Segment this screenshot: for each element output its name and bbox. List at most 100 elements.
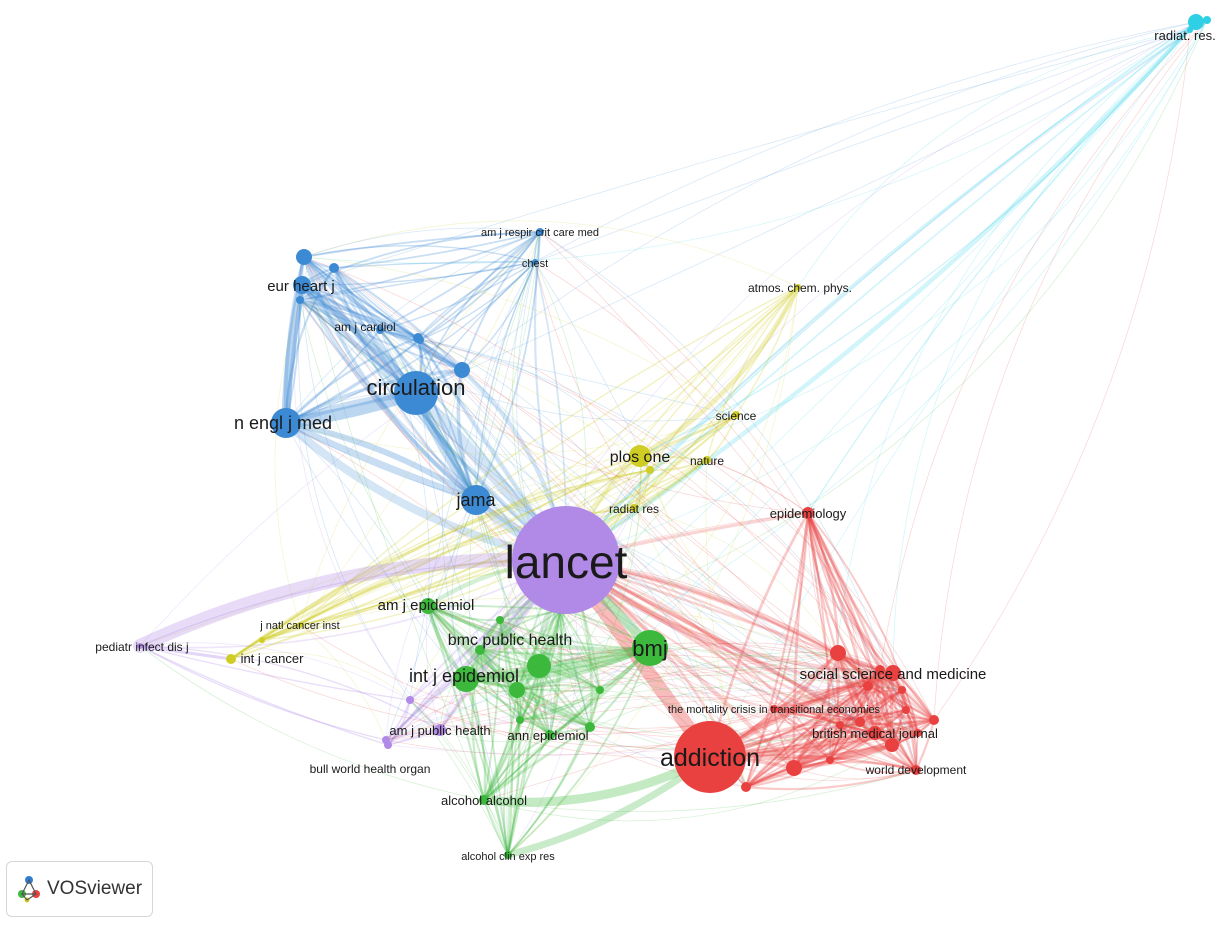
network-node[interactable] <box>770 705 778 713</box>
network-edge <box>519 507 635 721</box>
network-node[interactable] <box>885 738 899 752</box>
network-node[interactable] <box>376 326 384 334</box>
network-node[interactable] <box>296 296 304 304</box>
network-edge <box>303 256 421 341</box>
network-node[interactable] <box>632 630 668 666</box>
network-edge <box>475 499 540 667</box>
network-node[interactable] <box>630 504 638 512</box>
network-node[interactable] <box>836 721 844 729</box>
network-edge <box>559 609 591 728</box>
network-node[interactable] <box>875 665 885 675</box>
network-edge <box>479 649 509 856</box>
network-node[interactable] <box>802 507 814 519</box>
network-edge <box>559 609 839 657</box>
network-node[interactable] <box>394 371 438 415</box>
network-node[interactable] <box>795 284 801 290</box>
network-edge <box>478 648 592 729</box>
network-edge <box>483 799 509 856</box>
network-node[interactable] <box>732 411 740 419</box>
network-node[interactable] <box>413 333 423 343</box>
network-edge <box>427 605 518 691</box>
network-edge <box>385 642 881 741</box>
network-node[interactable] <box>259 637 265 643</box>
network-node[interactable] <box>911 765 921 775</box>
network-node[interactable] <box>453 666 479 692</box>
network-node[interactable] <box>406 696 414 704</box>
network-node[interactable] <box>674 721 746 793</box>
network-node[interactable] <box>434 724 446 736</box>
network-edge <box>230 286 799 660</box>
network-node[interactable] <box>914 729 922 737</box>
network-node[interactable] <box>1203 16 1211 24</box>
network-node[interactable] <box>786 760 802 776</box>
network-node[interactable] <box>545 730 555 740</box>
network-node[interactable] <box>496 616 504 624</box>
network-edge <box>439 729 551 743</box>
network-node[interactable] <box>536 228 544 236</box>
network-edge <box>471 648 486 802</box>
network-node[interactable] <box>226 654 236 664</box>
network-edge <box>773 708 831 761</box>
network-edge <box>879 19 1208 671</box>
network-edge <box>807 512 831 761</box>
network-node[interactable] <box>297 622 303 628</box>
network-edge <box>649 459 708 472</box>
network-node[interactable] <box>137 643 143 649</box>
network-node[interactable] <box>863 681 873 691</box>
network-node[interactable] <box>461 485 491 515</box>
network-node[interactable] <box>885 665 901 681</box>
network-node[interactable] <box>585 722 595 732</box>
network-edge <box>301 261 536 286</box>
network-edge <box>299 231 541 626</box>
network-node[interactable] <box>420 598 436 614</box>
network-node[interactable] <box>629 445 651 467</box>
network-node[interactable] <box>826 756 834 764</box>
network-node[interactable] <box>596 686 604 694</box>
network-node[interactable] <box>271 408 301 438</box>
network-edge <box>479 649 521 721</box>
network-node[interactable] <box>741 782 751 792</box>
network-node[interactable] <box>902 706 910 714</box>
network-node[interactable] <box>1188 14 1204 30</box>
network-edge <box>706 414 737 461</box>
network-node[interactable] <box>479 795 489 805</box>
node-label-ije: int j epidemiol <box>409 666 519 686</box>
network-node[interactable] <box>516 716 524 724</box>
network-edge <box>333 267 419 339</box>
network-node[interactable] <box>293 276 311 294</box>
network-node[interactable] <box>703 456 711 464</box>
network-edge <box>302 255 478 502</box>
network-edge <box>475 499 552 736</box>
network-node[interactable] <box>382 736 390 744</box>
network-node[interactable] <box>868 726 882 740</box>
network-edge <box>285 422 509 856</box>
network-edge <box>261 286 799 641</box>
network-node[interactable] <box>830 645 846 661</box>
network-node[interactable] <box>929 715 939 725</box>
network-node[interactable] <box>509 682 525 698</box>
network-edge <box>735 286 799 416</box>
network-edge <box>465 654 869 687</box>
network-node[interactable] <box>296 249 312 265</box>
network-edge <box>299 459 708 626</box>
node-label-mortality: the mortality crisis in transitional eco… <box>668 704 881 716</box>
network-node[interactable] <box>898 686 906 694</box>
network-node[interactable] <box>646 466 654 474</box>
network-node[interactable] <box>532 259 538 265</box>
network-node[interactable] <box>855 717 865 727</box>
network-node[interactable] <box>454 362 470 378</box>
network-node[interactable] <box>329 263 339 273</box>
network-edge <box>878 668 918 772</box>
node-label-circulation: circulation <box>366 375 465 400</box>
network-node[interactable] <box>512 506 620 614</box>
network-edge <box>836 651 877 735</box>
network-edge <box>303 256 419 339</box>
network-node[interactable] <box>475 645 485 655</box>
network-edge <box>744 718 936 789</box>
network-edge <box>507 665 540 856</box>
network-node[interactable] <box>504 851 512 859</box>
network-node[interactable] <box>527 654 551 678</box>
node-label-lancet: lancet <box>505 536 628 588</box>
network-edge <box>829 759 917 774</box>
